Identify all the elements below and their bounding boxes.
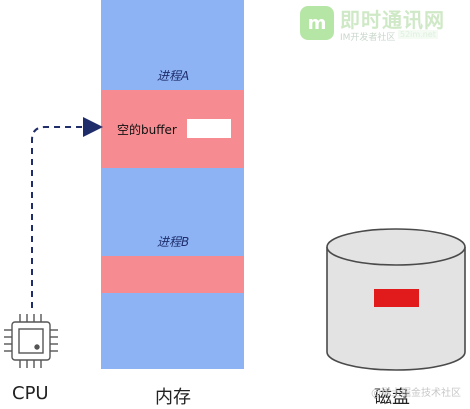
disk-cylinder-icon (326, 228, 466, 371)
logo-domain: 52im.net (398, 30, 438, 39)
cpu-chip-icon (4, 314, 58, 368)
buffer-slot (187, 119, 231, 138)
disk-label: 磁盘 (374, 387, 410, 408)
process-a-label: 进程A (157, 69, 190, 83)
watermark: @稀土掘金技术社区 (371, 388, 461, 399)
dashed-arrow (31, 117, 103, 308)
disk-data-block (374, 289, 419, 307)
site-logo: m 即时通讯网 IM开发者社区 52im.net (300, 4, 468, 44)
cpu-label: CPU (12, 383, 49, 404)
memory-column (101, 0, 244, 369)
logo-title: 即时通讯网 (340, 8, 445, 32)
memory-label: 内存 (155, 387, 191, 408)
process-b-region (101, 256, 244, 293)
process-b-label: 进程B (157, 235, 190, 249)
logo-mark-icon: m (300, 6, 334, 40)
logo-subtitle: IM开发者社区 (340, 33, 396, 43)
empty-buffer-label: 空的buffer (117, 123, 177, 137)
